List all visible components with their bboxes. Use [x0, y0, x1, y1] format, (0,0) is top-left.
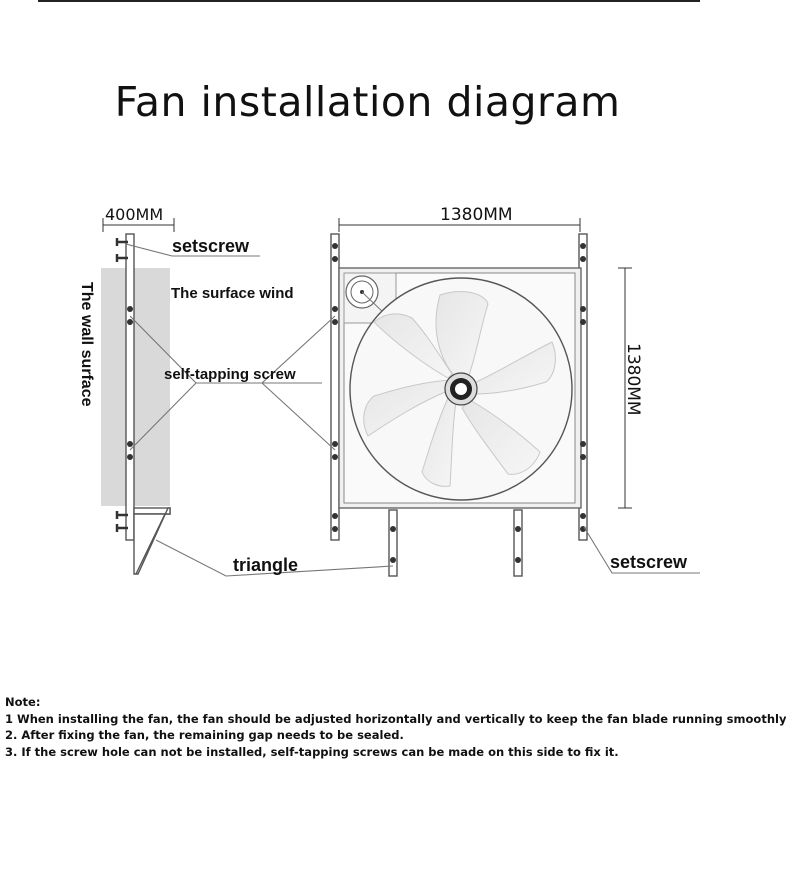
right-leg — [513, 509, 523, 577]
depth-dimension-label: 400MM — [105, 205, 163, 224]
height-dimension — [618, 267, 632, 509]
wall-surface — [101, 268, 170, 506]
self-tapping-screw-label: self-tapping screw — [164, 366, 296, 383]
fan-blade — [421, 397, 457, 487]
page-title: Fan installation diagram — [114, 78, 621, 126]
note-item: 2. After fixing the fan, the remaining g… — [5, 728, 404, 742]
fan-blade — [461, 399, 541, 475]
front-post-screws — [332, 243, 586, 563]
setscrew-bottom-label: setscrew — [610, 552, 688, 572]
side-view: 400MM The wall surface — [78, 205, 175, 575]
triangle-label: triangle — [233, 555, 298, 575]
width-dimension — [338, 218, 581, 232]
width-dimension-label: 1380MM — [440, 205, 513, 225]
fan-blade — [373, 313, 453, 379]
triangle-bracket — [133, 507, 171, 575]
setscrew-top-label: setscrew — [172, 236, 250, 256]
bottom-setscrew-stubs — [115, 511, 128, 532]
fan-installation-diagram: 400MM The wall surface 1380MM 1380MM — [78, 205, 700, 577]
fan-hub-cap — [455, 383, 467, 395]
wall-surface-label: The wall surface — [78, 282, 95, 407]
leader-lines — [125, 243, 700, 577]
depth-dimension — [102, 218, 175, 232]
note-item: 3. If the screw hole can not be installe… — [5, 744, 619, 759]
top-setscrew-stubs — [115, 238, 128, 262]
fan-blade — [363, 379, 451, 437]
fan-blade — [435, 291, 489, 379]
notes-heading: Note: — [5, 695, 41, 709]
front-view: 1380MM 1380MM — [330, 205, 643, 577]
notes-section: Note: 1 When installing the fan, the fan… — [5, 694, 786, 760]
left-front-post — [330, 233, 340, 541]
fan-blade — [471, 341, 556, 395]
top-rule — [38, 0, 700, 2]
side-frame-post — [125, 233, 135, 541]
fan-blades — [363, 291, 556, 487]
note-item: 1 When installing the fan, the fan shoul… — [5, 711, 786, 726]
left-leg — [388, 509, 398, 577]
height-dimension-label: 1380MM — [623, 343, 643, 416]
surface-wind-label: The surface wind — [171, 285, 294, 302]
side-post-screws — [127, 306, 133, 460]
